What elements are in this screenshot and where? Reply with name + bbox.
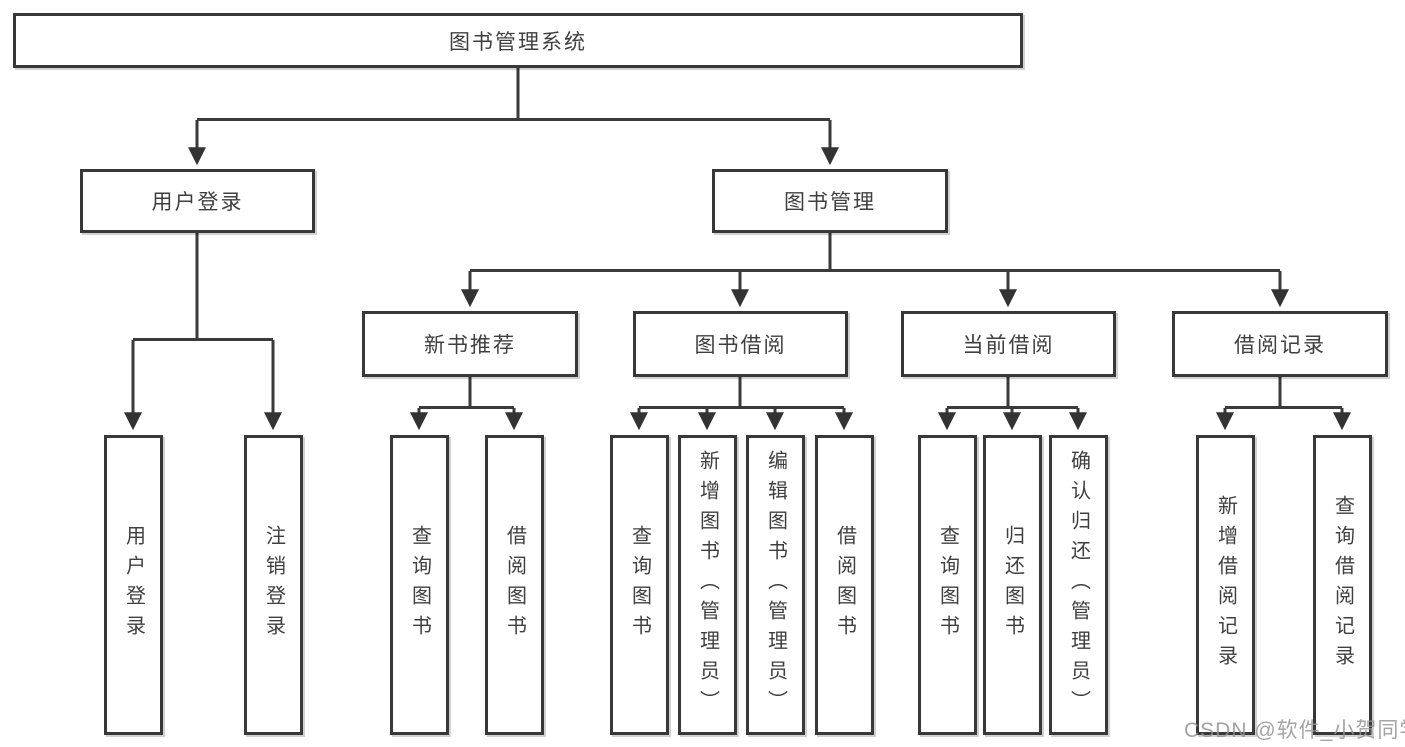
leaf-logout-label: 注销登录 <box>262 525 285 645</box>
leaf-current-query-books: 查询图书 <box>918 435 977 735</box>
connector-records-children <box>1216 377 1351 431</box>
connector-current-children <box>938 377 1087 431</box>
leaf-recommend-query-books: 查询图书 <box>390 435 449 735</box>
node-borrowing-records: 借阅记录 <box>1172 311 1388 377</box>
leaf-borrow-books-label: 借阅图书 <box>833 525 856 645</box>
leaf-borrow-books: 借阅图书 <box>815 435 874 735</box>
leaf-add-borrow-record: 新增借阅记录 <box>1196 435 1255 735</box>
leaf-user-login: 用户登录 <box>104 435 163 735</box>
leaf-add-books-admin: 新增图书（管理员） <box>678 435 737 735</box>
leaf-borrow-query-books: 查询图书 <box>610 435 669 735</box>
leaf-borrow-query-books-label: 查询图书 <box>628 525 651 645</box>
connector-login-children <box>124 232 282 431</box>
leaf-user-login-label: 用户登录 <box>122 525 145 645</box>
leaf-recommend-borrow-books: 借阅图书 <box>485 435 544 735</box>
node-book-management-label: 图书管理 <box>784 191 876 214</box>
leaf-edit-books-admin: 编辑图书（管理员） <box>746 435 805 735</box>
connector-management-to-level3 <box>461 233 1289 308</box>
connector-root-to-level2 <box>188 68 839 166</box>
leaf-confirm-return-admin: 确认归还（管理员） <box>1049 435 1108 735</box>
csdn-watermark: CSDN @软件_小贺同学 <box>1184 719 1405 742</box>
leaf-logout: 注销登录 <box>244 435 303 735</box>
leaf-confirm-return-admin-label: 确认归还（管理员） <box>1067 450 1090 720</box>
node-current-borrowing: 当前借阅 <box>901 311 1116 377</box>
node-borrowing-records-label: 借阅记录 <box>1234 334 1326 357</box>
node-root-label: 图书管理系统 <box>449 30 587 54</box>
leaf-query-borrow-record: 查询借阅记录 <box>1313 435 1372 735</box>
node-root-system: 图书管理系统 <box>13 13 1023 68</box>
leaf-edit-books-admin-label: 编辑图书（管理员） <box>764 450 787 720</box>
node-new-book-recommend: 新书推荐 <box>362 311 578 377</box>
node-user-login: 用户登录 <box>80 169 315 233</box>
leaf-query-borrow-record-label: 查询借阅记录 <box>1331 495 1354 675</box>
node-book-borrowing: 图书借阅 <box>633 311 848 377</box>
node-book-borrowing-label: 图书借阅 <box>694 334 787 357</box>
leaf-add-books-admin-label: 新增图书（管理员） <box>696 450 719 720</box>
leaf-return-books: 归还图书 <box>983 435 1042 735</box>
leaf-return-books-label: 归还图书 <box>1001 525 1024 645</box>
node-new-book-recommend-label: 新书推荐 <box>424 334 516 357</box>
connector-borrow-children <box>630 377 853 431</box>
node-user-login-label: 用户登录 <box>151 191 244 214</box>
node-current-borrowing-label: 当前借阅 <box>962 334 1055 357</box>
leaf-add-borrow-record-label: 新增借阅记录 <box>1214 495 1237 675</box>
connector-recommend-children <box>410 377 523 431</box>
leaf-current-query-books-label: 查询图书 <box>936 525 959 645</box>
leaf-recommend-borrow-books-label: 借阅图书 <box>503 525 526 645</box>
node-book-management: 图书管理 <box>712 169 948 233</box>
leaf-recommend-query-books-label: 查询图书 <box>408 525 431 645</box>
